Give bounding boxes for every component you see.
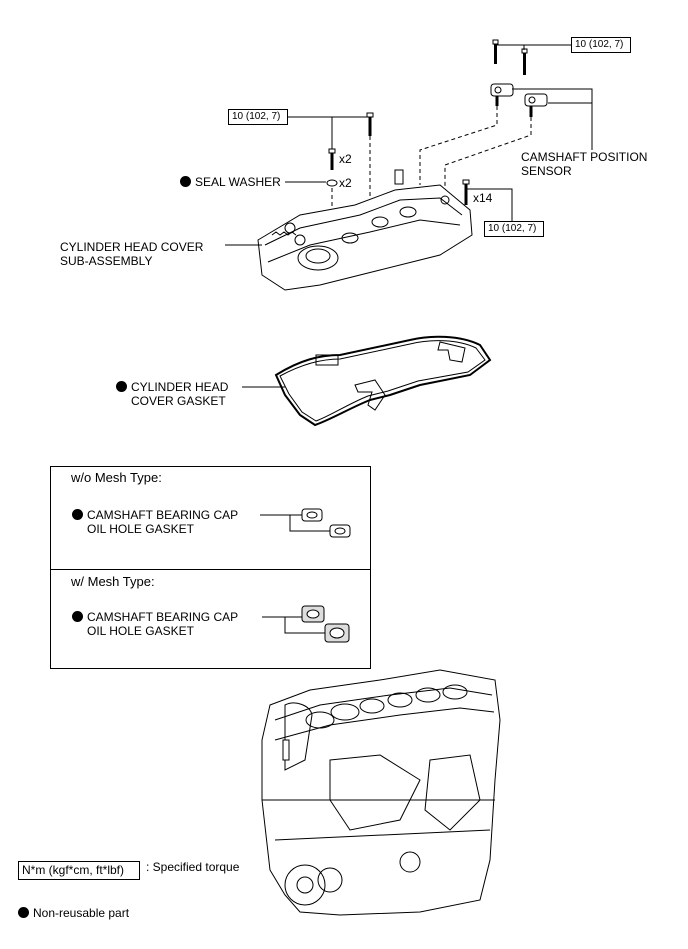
torque-box-right: 10 (102, 7) <box>484 221 544 237</box>
seal-washer-text: SEAL WASHER <box>195 175 281 189</box>
non-reusable-dot-icon <box>180 176 191 187</box>
non-reusable-dot-icon <box>116 381 127 392</box>
cylinder-head-cover-label-2: SUB-ASSEMBLY <box>60 254 153 268</box>
bolt-icon <box>328 148 336 170</box>
torque-box-left: 10 (102, 7) <box>228 109 288 125</box>
w-mesh-part-text: CAMSHAFT BEARING CAP <box>87 610 239 624</box>
camshaft-position-sensor-icon <box>490 83 514 106</box>
wo-mesh-title: w/o Mesh Type: <box>71 470 162 485</box>
wo-mesh-part-label-2: OIL HOLE GASKET <box>87 522 194 536</box>
legend-torque-unit: N*m (kgf*cm, ft*lbf) <box>18 861 140 880</box>
bolt-icon <box>366 112 374 136</box>
gasket-label-2: COVER GASKET <box>131 394 226 408</box>
camshaft-sensor-label-1: CAMSHAFT POSITION <box>521 150 648 164</box>
gasket-drawing <box>274 335 492 427</box>
torque-box-top: 10 (102, 7) <box>571 37 631 53</box>
non-reusable-dot-icon <box>72 509 83 520</box>
w-mesh-part-label-1: CAMSHAFT BEARING CAP <box>72 610 238 624</box>
washer-quantity: x2 <box>339 176 352 190</box>
mesh-type-panel <box>50 466 371 669</box>
camshaft-position-sensor-icon <box>524 93 548 117</box>
bolt-quantity: x2 <box>339 152 352 166</box>
cylinder-head-cover-label-1: CYLINDER HEAD COVER <box>60 240 204 254</box>
w-mesh-title: w/ Mesh Type: <box>71 574 155 589</box>
gasket-text-1: CYLINDER HEAD <box>131 380 229 394</box>
bolt-icon <box>521 48 528 75</box>
bolt-icon <box>492 39 499 64</box>
seal-washer-label: SEAL WASHER <box>180 175 281 189</box>
cover-bolt-quantity: x14 <box>473 191 493 205</box>
non-reusable-dot-icon <box>18 907 29 918</box>
wo-mesh-part-text: CAMSHAFT BEARING CAP <box>87 508 239 522</box>
legend-nonreusable-text: Non-reusable part <box>33 906 130 920</box>
gasket-drawing <box>301 605 350 643</box>
w-mesh-part-label-2: OIL HOLE GASKET <box>87 624 194 638</box>
seal-washer-icon <box>326 179 338 187</box>
engine-block-drawing <box>261 669 501 916</box>
legend-nonreusable: Non-reusable part <box>18 906 129 920</box>
bolt-icon <box>462 179 470 205</box>
panel-divider <box>50 569 371 570</box>
legend-torque-desc: : Specified torque <box>146 860 240 874</box>
non-reusable-dot-icon <box>72 611 83 622</box>
camshaft-sensor-label-2: SENSOR <box>521 164 572 178</box>
gasket-label-1: CYLINDER HEAD <box>116 380 228 394</box>
cylinder-head-cover-drawing <box>257 169 473 291</box>
wo-mesh-part-label-1: CAMSHAFT BEARING CAP <box>72 508 238 522</box>
